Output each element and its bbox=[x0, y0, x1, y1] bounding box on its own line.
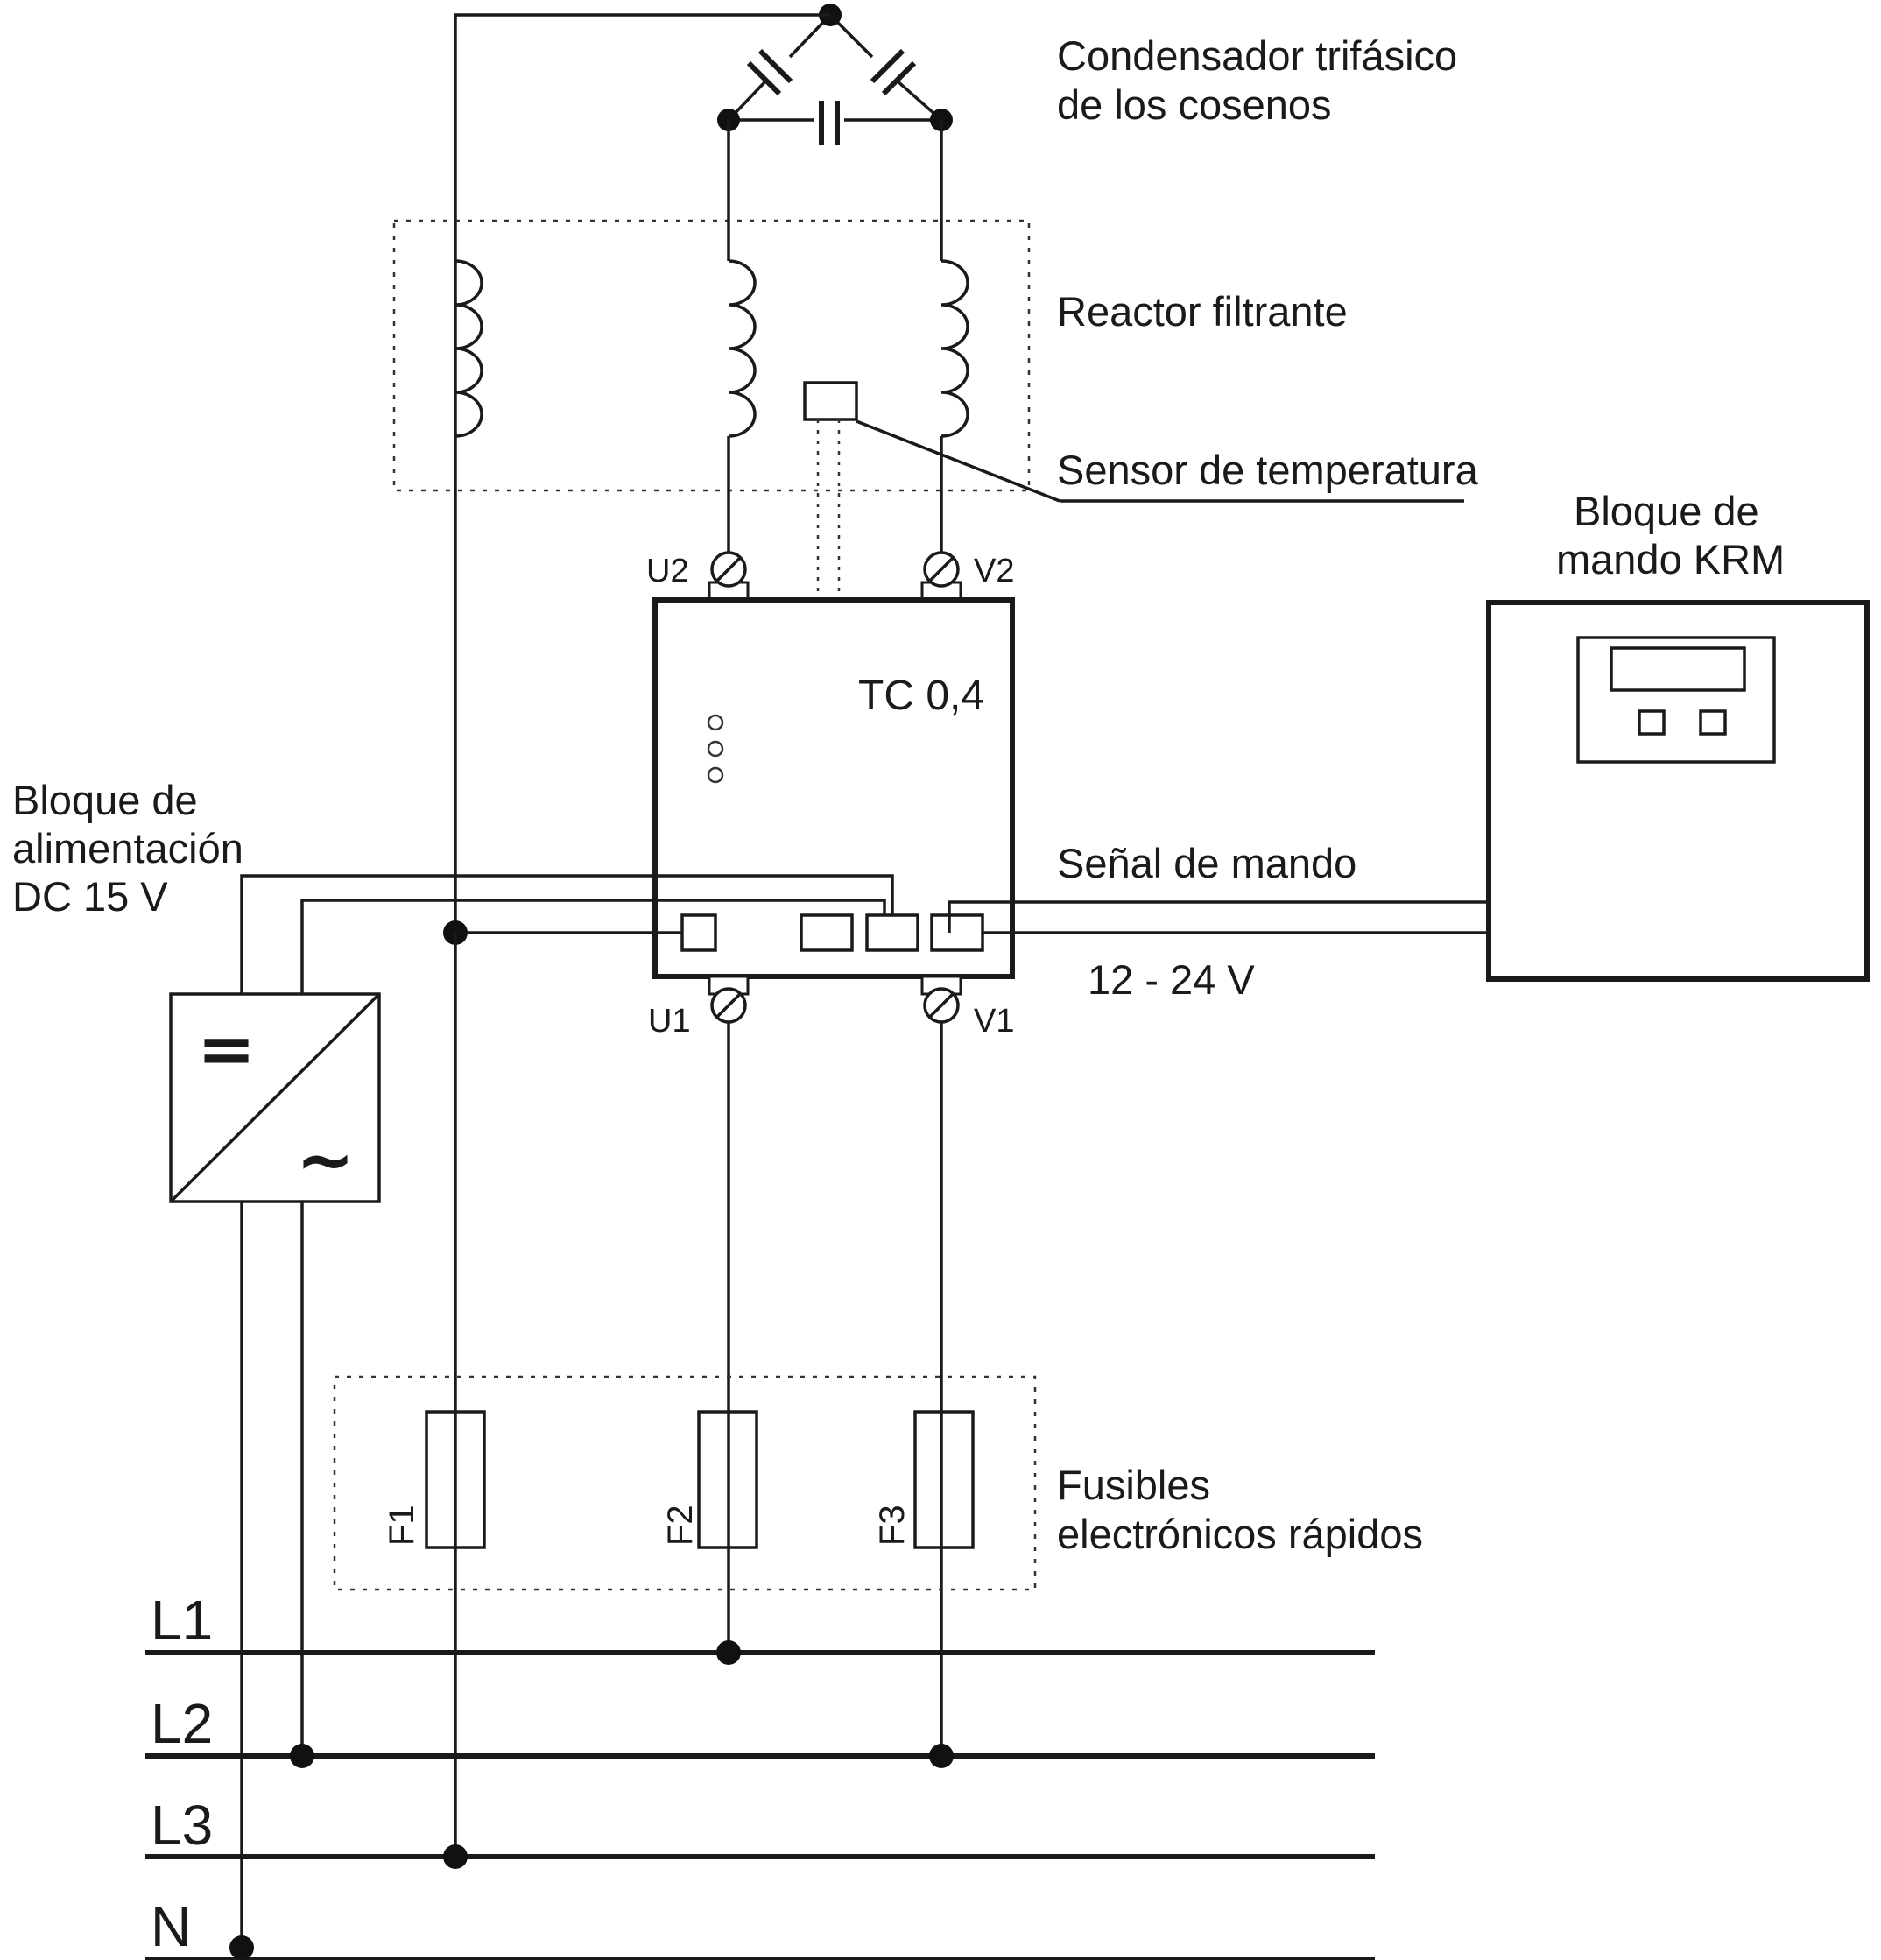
bus-label-l1: L1 bbox=[151, 1589, 213, 1652]
capacitor-label-line2: de los cosenos bbox=[1057, 81, 1332, 128]
fuse-block: F1 F2 F3 bbox=[333, 1375, 1037, 1591]
reactor-label: Reactor filtrante bbox=[1057, 288, 1348, 335]
power-supply-wires bbox=[240, 874, 894, 1960]
fuse-label-f3: F3 bbox=[873, 1505, 912, 1546]
dc-symbol: = bbox=[197, 1008, 256, 1089]
krm-control-block bbox=[1486, 600, 1870, 982]
bus-bars: L1 L2 L3 N bbox=[145, 1589, 1375, 1960]
fuse-f3 bbox=[913, 1410, 975, 1549]
bus-label-l2: L2 bbox=[151, 1692, 213, 1755]
tc-module bbox=[652, 597, 1015, 979]
terminal-v1 bbox=[920, 975, 962, 1024]
tc-label: TC 0,4 bbox=[858, 673, 984, 719]
fuse-label-f2: F2 bbox=[661, 1505, 700, 1546]
control-signal-label: Señal de mando bbox=[1057, 840, 1356, 886]
power-supply-block: = ~ bbox=[169, 992, 381, 1203]
capacitor-label-line1: Condensador trifásico bbox=[1057, 32, 1457, 79]
fuses-label-line2: electrónicos rápidos bbox=[1057, 1511, 1423, 1557]
psu-label-line1: Bloque de bbox=[12, 777, 198, 823]
fuses-label-line1: Fusibles bbox=[1057, 1462, 1210, 1508]
terminal-u1 bbox=[708, 975, 750, 1024]
voltage-label: 12 - 24 V bbox=[1088, 956, 1255, 1003]
terminal-label-u2: U2 bbox=[646, 553, 689, 589]
three-phase-capacitor bbox=[717, 4, 953, 145]
krm-label-line2: mando KRM bbox=[1556, 536, 1785, 582]
phase-wires bbox=[454, 933, 943, 1857]
terminal-label-v2: V2 bbox=[974, 553, 1014, 589]
temp-sensor-label: Sensor de temperatura bbox=[1057, 447, 1479, 493]
filter-reactor bbox=[392, 120, 1031, 552]
terminal-label-v1: V1 bbox=[974, 1003, 1014, 1040]
bus-label-l3: L3 bbox=[151, 1794, 213, 1857]
control-signal-wires bbox=[948, 900, 1489, 934]
bus-label-n: N bbox=[151, 1895, 191, 1958]
psu-label-line2: alimentación bbox=[12, 825, 243, 871]
psu-label-line3: DC 15 V bbox=[12, 873, 168, 920]
fuse-label-f1: F1 bbox=[383, 1505, 421, 1546]
terminal-label-u1: U1 bbox=[648, 1003, 691, 1040]
terminal-v2 bbox=[920, 551, 962, 602]
terminal-u2 bbox=[708, 551, 750, 602]
krm-label-line1: Bloque de bbox=[1574, 488, 1759, 534]
ac-symbol: ~ bbox=[296, 1119, 355, 1201]
